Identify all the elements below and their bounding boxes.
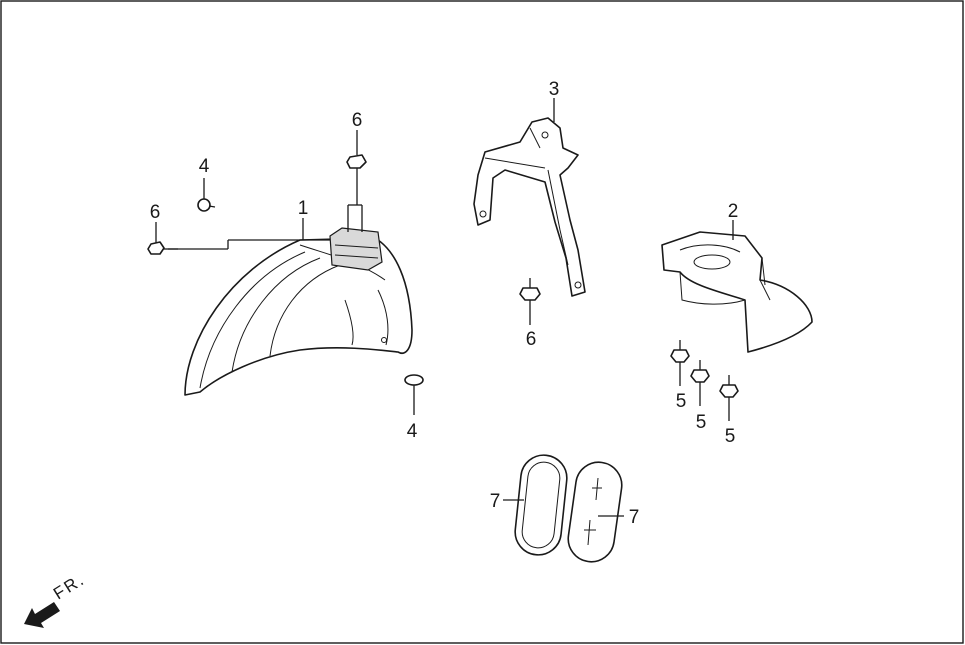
inner-fender-part-2 bbox=[661, 231, 813, 353]
callout-1: 1 bbox=[298, 198, 309, 219]
screw-5-c bbox=[719, 375, 739, 398]
callout-5-a: 5 bbox=[676, 391, 687, 412]
leader-lines bbox=[155, 98, 734, 517]
reflector-part-7-right bbox=[567, 461, 623, 563]
screw-5-b bbox=[690, 360, 710, 383]
front-fender-part-1 bbox=[184, 227, 413, 396]
reflector-part-7-left bbox=[514, 454, 568, 556]
front-arrow-icon bbox=[24, 602, 60, 628]
fender-bracket-part-3 bbox=[473, 117, 586, 297]
callout-2: 2 bbox=[728, 201, 739, 222]
screw-4-top bbox=[197, 198, 216, 212]
callout-6-left: 6 bbox=[150, 202, 161, 223]
screw-5-a bbox=[670, 340, 690, 363]
callout-6-middle: 6 bbox=[526, 329, 537, 350]
callout-4-bottom: 4 bbox=[407, 421, 418, 442]
callout-7-left: 7 bbox=[490, 491, 501, 512]
callout-7-right: 7 bbox=[629, 507, 640, 528]
bolt-6-middle bbox=[519, 278, 541, 301]
callout-4-top: 4 bbox=[199, 156, 210, 177]
screw-4-bottom bbox=[404, 374, 424, 392]
callout-3: 3 bbox=[549, 79, 560, 100]
front-direction-indicator: FR. bbox=[24, 570, 88, 628]
callout-6-top: 6 bbox=[352, 110, 363, 131]
callout-5-c: 5 bbox=[725, 426, 736, 447]
bolt-6-top bbox=[346, 154, 367, 178]
callout-5-b: 5 bbox=[696, 412, 707, 433]
front-direction-label: FR. bbox=[50, 570, 88, 604]
bolt-6-left bbox=[147, 241, 178, 255]
